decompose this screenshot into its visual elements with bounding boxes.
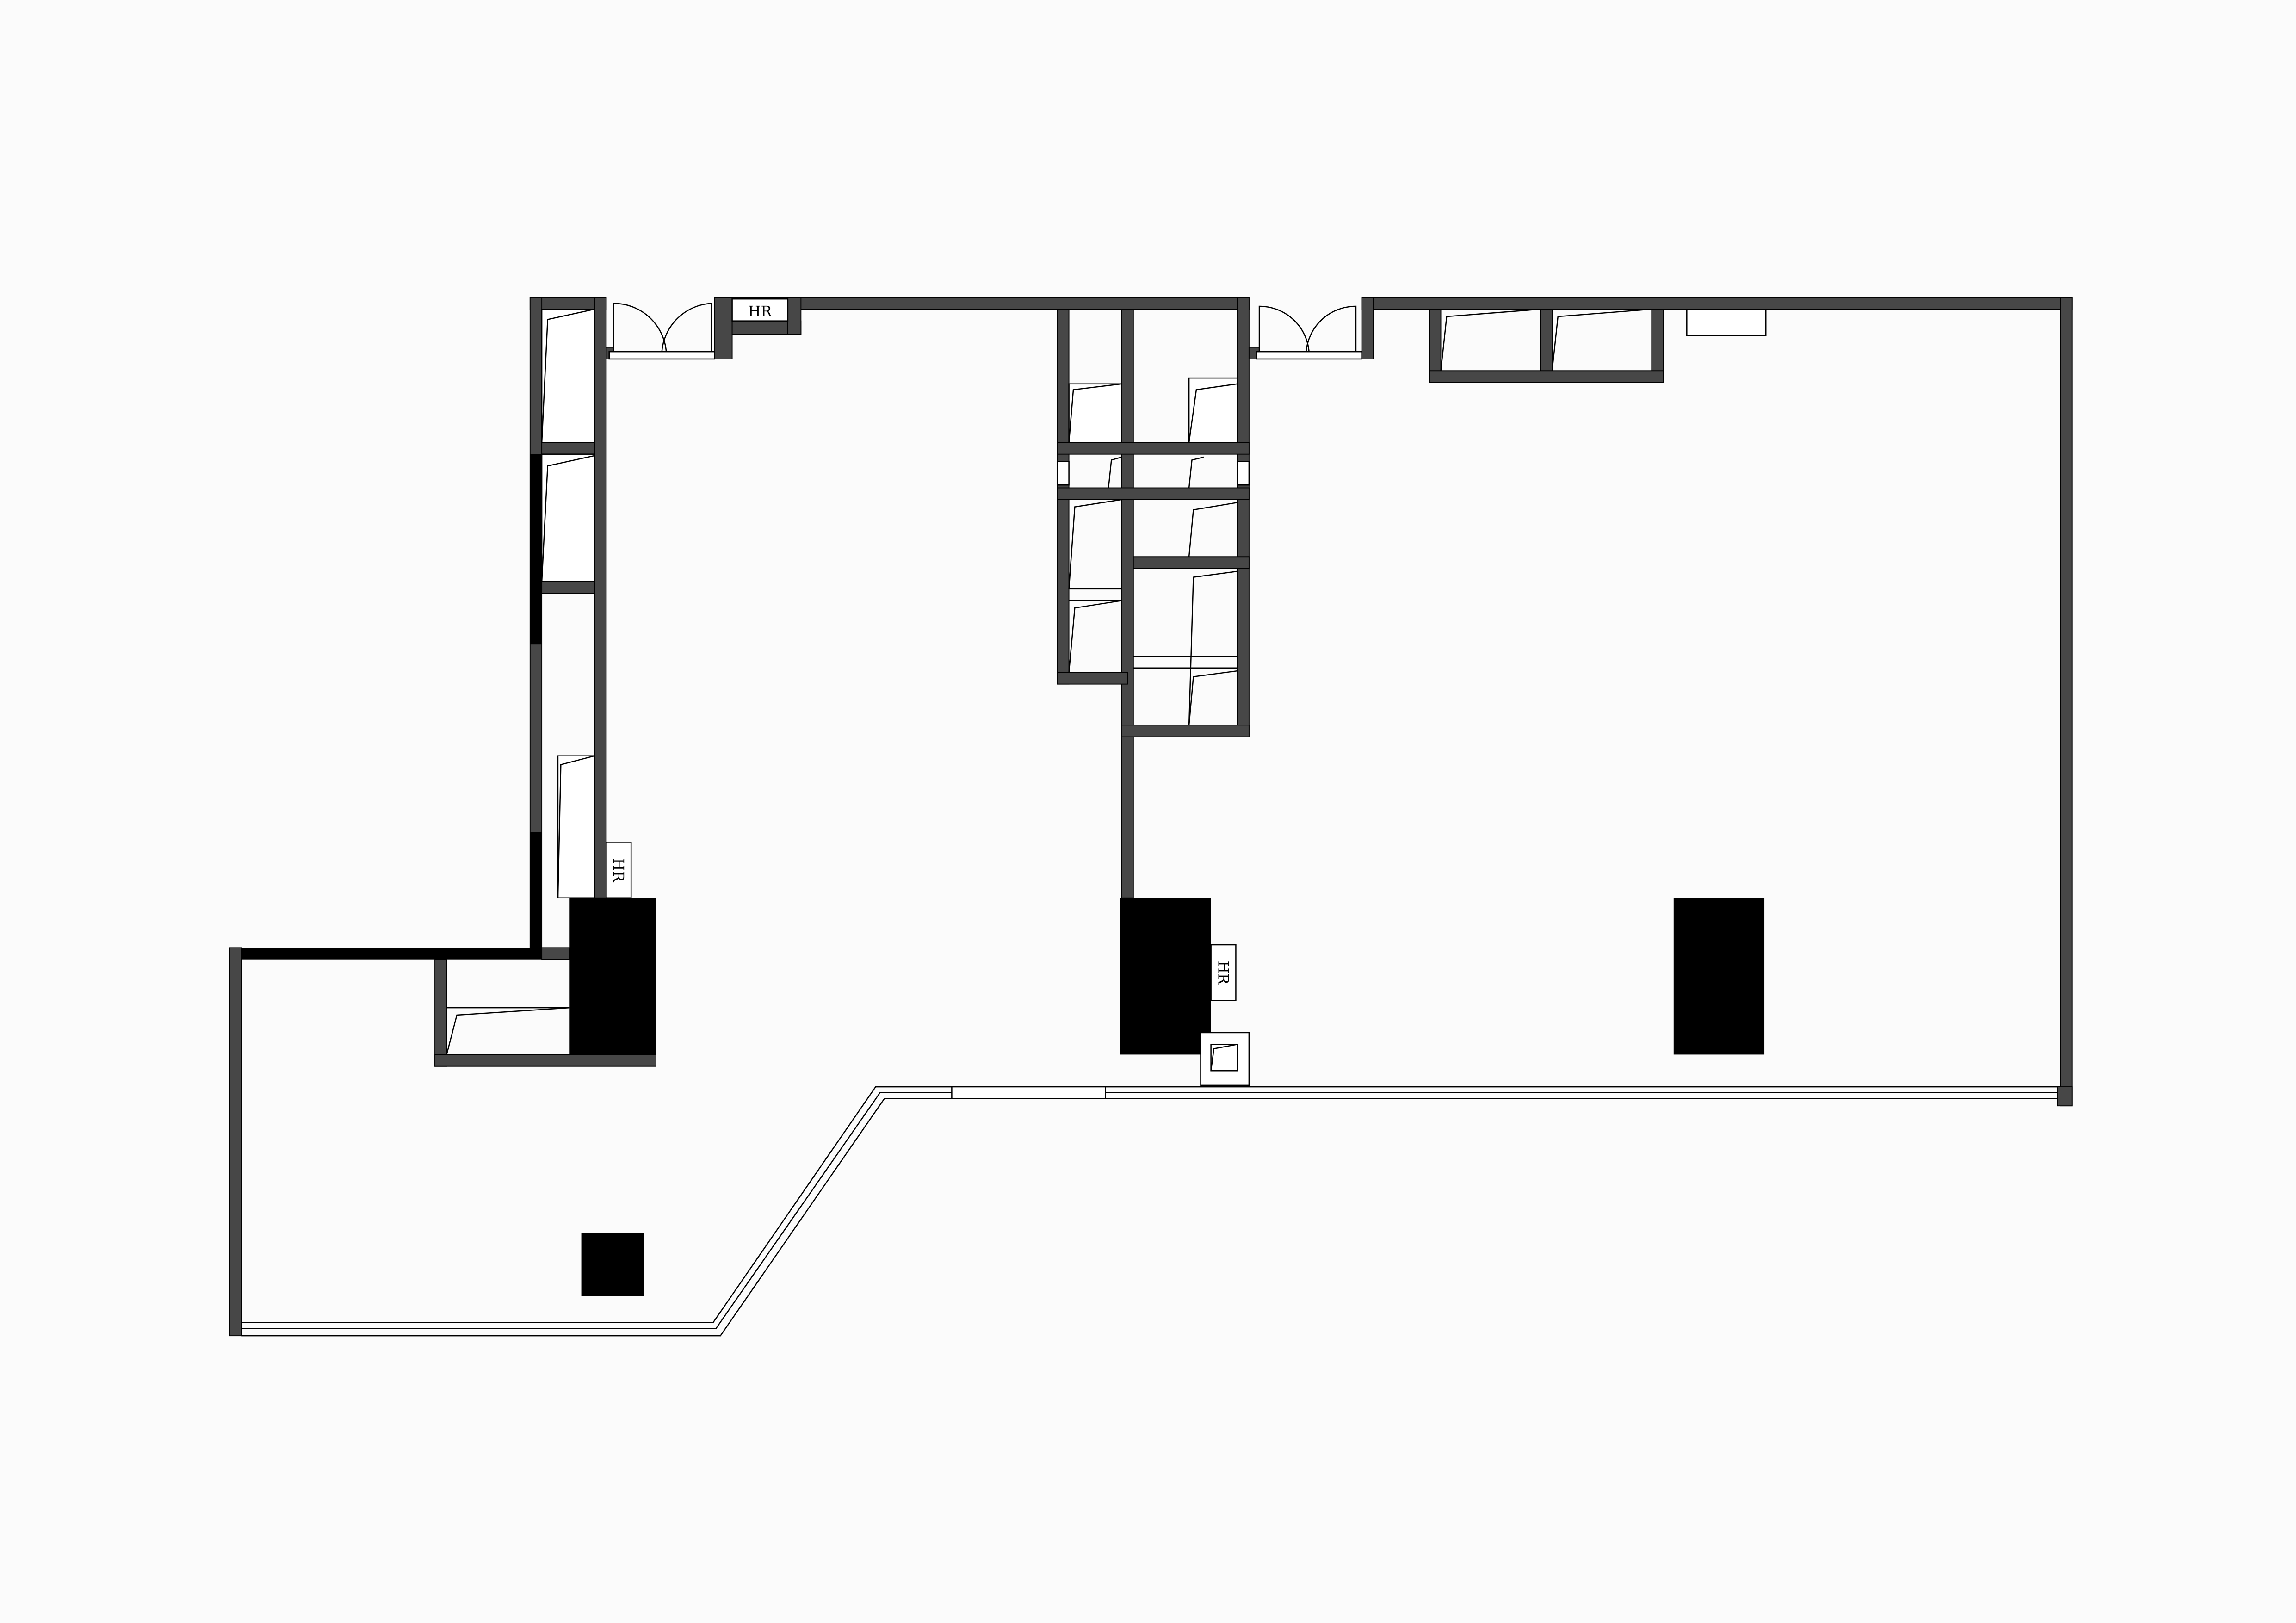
- central-storage-block: [1056, 297, 1250, 898]
- hr-label: HR: [748, 304, 773, 320]
- hr-unit-left: HR: [606, 842, 632, 899]
- small-cabinet: [1200, 1032, 1250, 1086]
- left-storage-column: [529, 297, 607, 953]
- wall-cabinet: [1686, 309, 1767, 336]
- hr-label: HR: [1214, 960, 1231, 985]
- hr-unit-center: HR: [1210, 944, 1237, 1001]
- hr-label: HR: [610, 858, 626, 883]
- top-wall-left: [714, 297, 1250, 359]
- column: [1120, 898, 1211, 1055]
- hr-unit-top: HR: [731, 298, 789, 322]
- window-wall: [241, 1086, 2073, 1337]
- column: [581, 1233, 644, 1296]
- column: [1673, 898, 1765, 1055]
- column: [569, 898, 656, 1055]
- left-annex-walls: [229, 947, 656, 1337]
- double-door-left[interactable]: [606, 303, 715, 360]
- right-room-walls: [1361, 297, 2073, 1107]
